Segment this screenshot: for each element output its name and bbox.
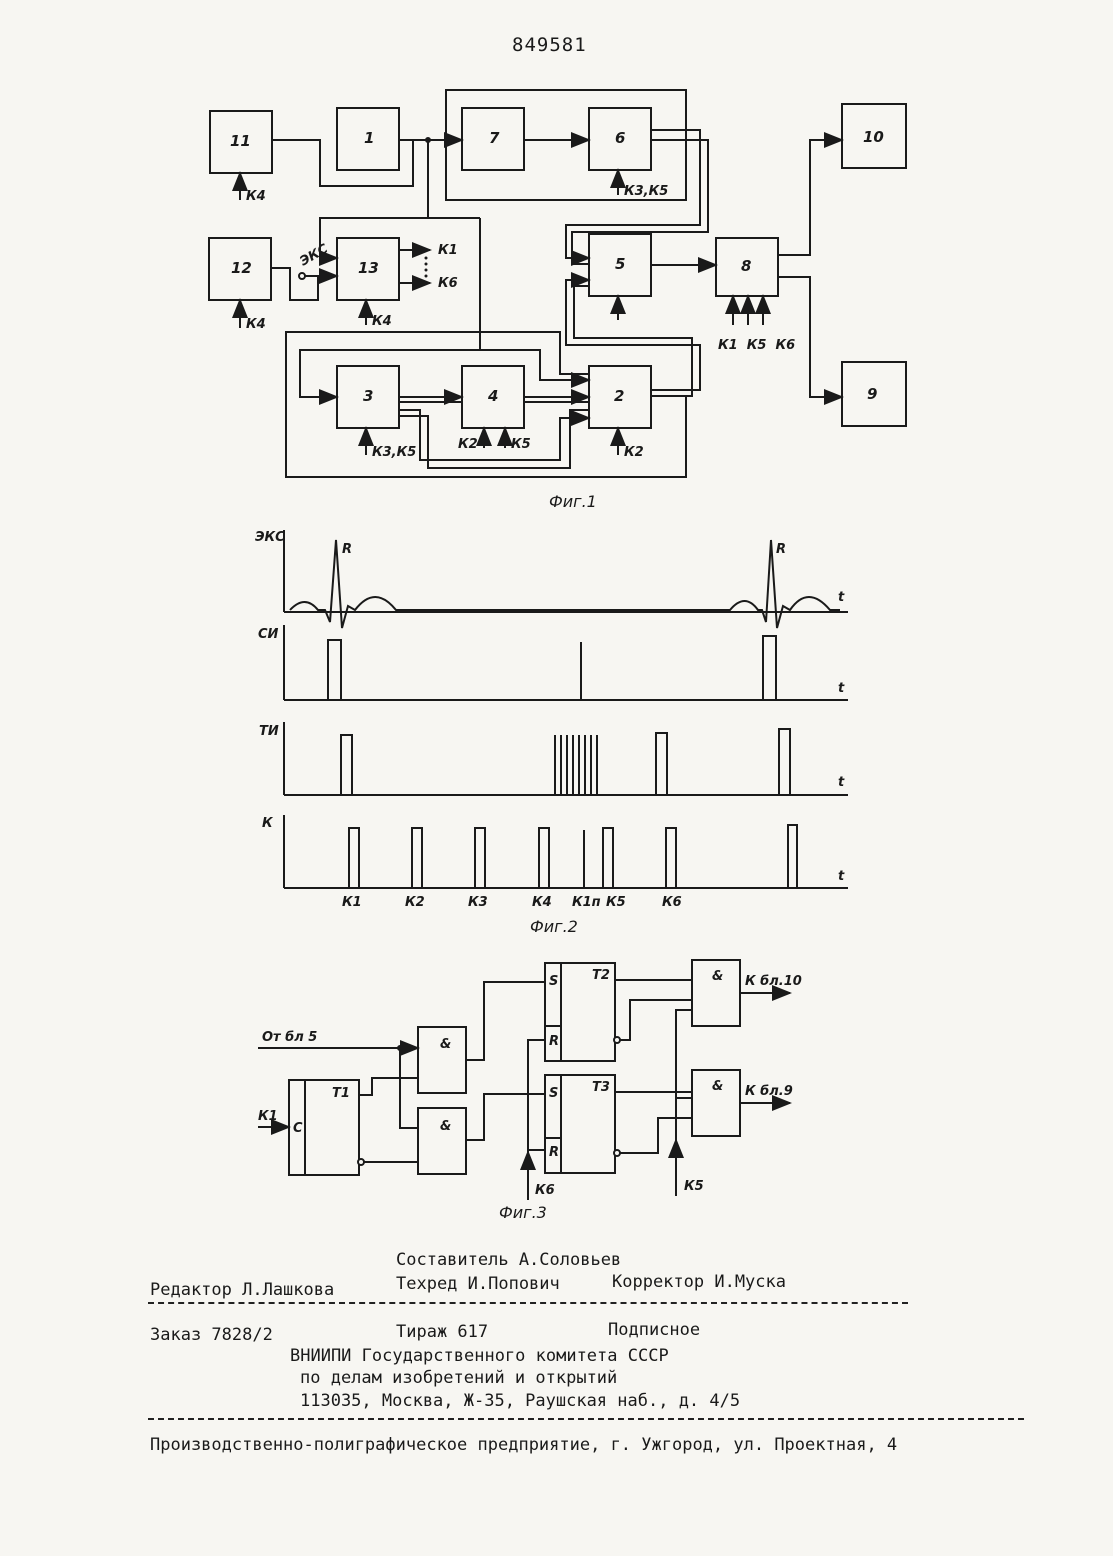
t1-label: Т1: [332, 1086, 350, 1101]
k-pulse: [788, 825, 797, 888]
print-run-line: Тираж 617: [396, 1322, 488, 1342]
r-pin-label: R: [549, 1145, 559, 1160]
ti-pulse: [341, 735, 352, 795]
k2-label: К2: [624, 445, 644, 460]
k3k5-label: К3,К5: [624, 184, 668, 199]
and-symbol: &: [712, 969, 723, 984]
si-pulse: [328, 640, 341, 700]
k6-pulse: [666, 828, 676, 888]
divider: [148, 1302, 908, 1304]
k4-label: К4: [246, 189, 266, 204]
to-block-10-label: К бл.10: [745, 974, 802, 989]
and-symbol: &: [712, 1079, 723, 1094]
figure-2-timing-diagram: ЭКС СИ ТИ К R R t t t t К1 К2 К3 К4 К1п …: [0, 520, 1113, 940]
k4-label: К4: [246, 317, 266, 332]
block-8-label: 8: [741, 257, 751, 275]
k2-pulse: [412, 828, 422, 888]
k1n-tick-label: К1п: [572, 895, 601, 910]
k2-tick-label: К2: [405, 895, 425, 910]
composer-line: Составитель А.Соловьев: [396, 1250, 621, 1270]
to-block-9-label: К бл.9: [745, 1084, 793, 1099]
divider: [148, 1418, 1024, 1420]
organization-line: ВНИИПИ Государственного комитета СССР: [290, 1346, 669, 1366]
k3-pulse: [475, 828, 485, 888]
row-label-eks: ЭКС: [255, 530, 285, 545]
ti-pulse: [656, 733, 667, 795]
printer-line: Производственно-полиграфическое предприя…: [150, 1435, 897, 1455]
and-symbol: &: [440, 1119, 451, 1134]
s-pin-label: S: [549, 1086, 558, 1101]
k6-label: К6: [438, 276, 458, 291]
block-9-label: 9: [867, 385, 877, 403]
figure-3-logic-circuit: От бл 5 К1 C Т1 & & S R Т2 S R Т3 & & К …: [0, 945, 1113, 1235]
t-axis-label: t: [838, 869, 845, 884]
k1k5k6-label: К1 К5 К6: [718, 338, 795, 353]
k3-tick-label: К3: [468, 895, 488, 910]
t3-label: Т3: [592, 1080, 610, 1095]
k1-tick-label: К1: [342, 895, 362, 910]
block-10-label: 10: [863, 128, 884, 146]
block-1-label: 1: [364, 129, 374, 147]
si-pulse: [763, 636, 776, 700]
row-label-k: К: [262, 816, 274, 831]
k4-pulse: [539, 828, 549, 888]
order-line: Заказ 7828/2: [150, 1325, 273, 1345]
ti-burst: [555, 735, 597, 795]
ti-pulse: [779, 729, 790, 795]
organization-line: по делам изобретений и открытий: [300, 1368, 617, 1388]
k4-label: К4: [372, 314, 392, 329]
editor-line: Редактор Л.Лашкова: [150, 1280, 334, 1300]
k2-label: К2: [458, 437, 478, 452]
row-label-si: СИ: [258, 627, 279, 642]
c-pin-label: C: [293, 1121, 303, 1136]
k5-pulse: [603, 828, 613, 888]
k6-input-label: К6: [535, 1183, 555, 1198]
ecg-trace: [290, 540, 840, 628]
figure-1-block-diagram: 11 1 7 6 10 12 13 5 8 3 4 2 9 К4 К4 К4 К…: [0, 0, 1113, 520]
r-pin-label: R: [549, 1034, 559, 1049]
block-11-label: 11: [230, 132, 251, 150]
block-13-label: 13: [358, 259, 379, 277]
corrector-line: Корректор И.Муска: [612, 1272, 786, 1292]
k5-label: К5: [511, 437, 531, 452]
k5-tick-label: К5: [606, 895, 626, 910]
block-6-label: 6: [615, 129, 625, 147]
k5-input-label: К5: [684, 1179, 704, 1194]
k4-tick-label: К4: [532, 895, 552, 910]
block-2-label: 2: [614, 387, 624, 405]
techred-line: Техред И.Попович: [396, 1274, 560, 1294]
figure-2-caption: Фиг.2: [530, 917, 578, 936]
t-axis-label: t: [838, 590, 845, 605]
block-7-label: 7: [489, 129, 500, 147]
k3k5-label: К3,К5: [372, 445, 416, 460]
k6-tick-label: К6: [662, 895, 682, 910]
s-pin-label: S: [549, 974, 558, 989]
block-4-label: 4: [487, 387, 498, 405]
subscription-line: Подписное: [608, 1320, 700, 1340]
r-peak-label: R: [776, 542, 786, 557]
row-label-ti: ТИ: [259, 724, 279, 739]
k1-input-label: К1: [258, 1109, 278, 1124]
block-3-label: 3: [363, 387, 373, 405]
and-symbol: &: [440, 1037, 451, 1052]
k1-label: К1: [438, 243, 458, 258]
figure-3-caption: Фиг.3: [499, 1203, 547, 1222]
figure-1-caption: Фиг.1: [549, 492, 597, 511]
eks-label: ЭКС: [298, 241, 332, 269]
t2-label: Т2: [592, 968, 610, 983]
k1-pulse: [349, 828, 359, 888]
r-peak-label: R: [342, 542, 352, 557]
block-12-label: 12: [231, 259, 252, 277]
and-gate-2: [418, 1108, 466, 1174]
address-line: 113035, Москва, Ж-35, Раушская наб., д. …: [300, 1391, 740, 1411]
block-5-label: 5: [615, 255, 625, 273]
t-axis-label: t: [838, 681, 845, 696]
from-block-5-label: От бл 5: [262, 1030, 317, 1045]
t-axis-label: t: [838, 775, 845, 790]
